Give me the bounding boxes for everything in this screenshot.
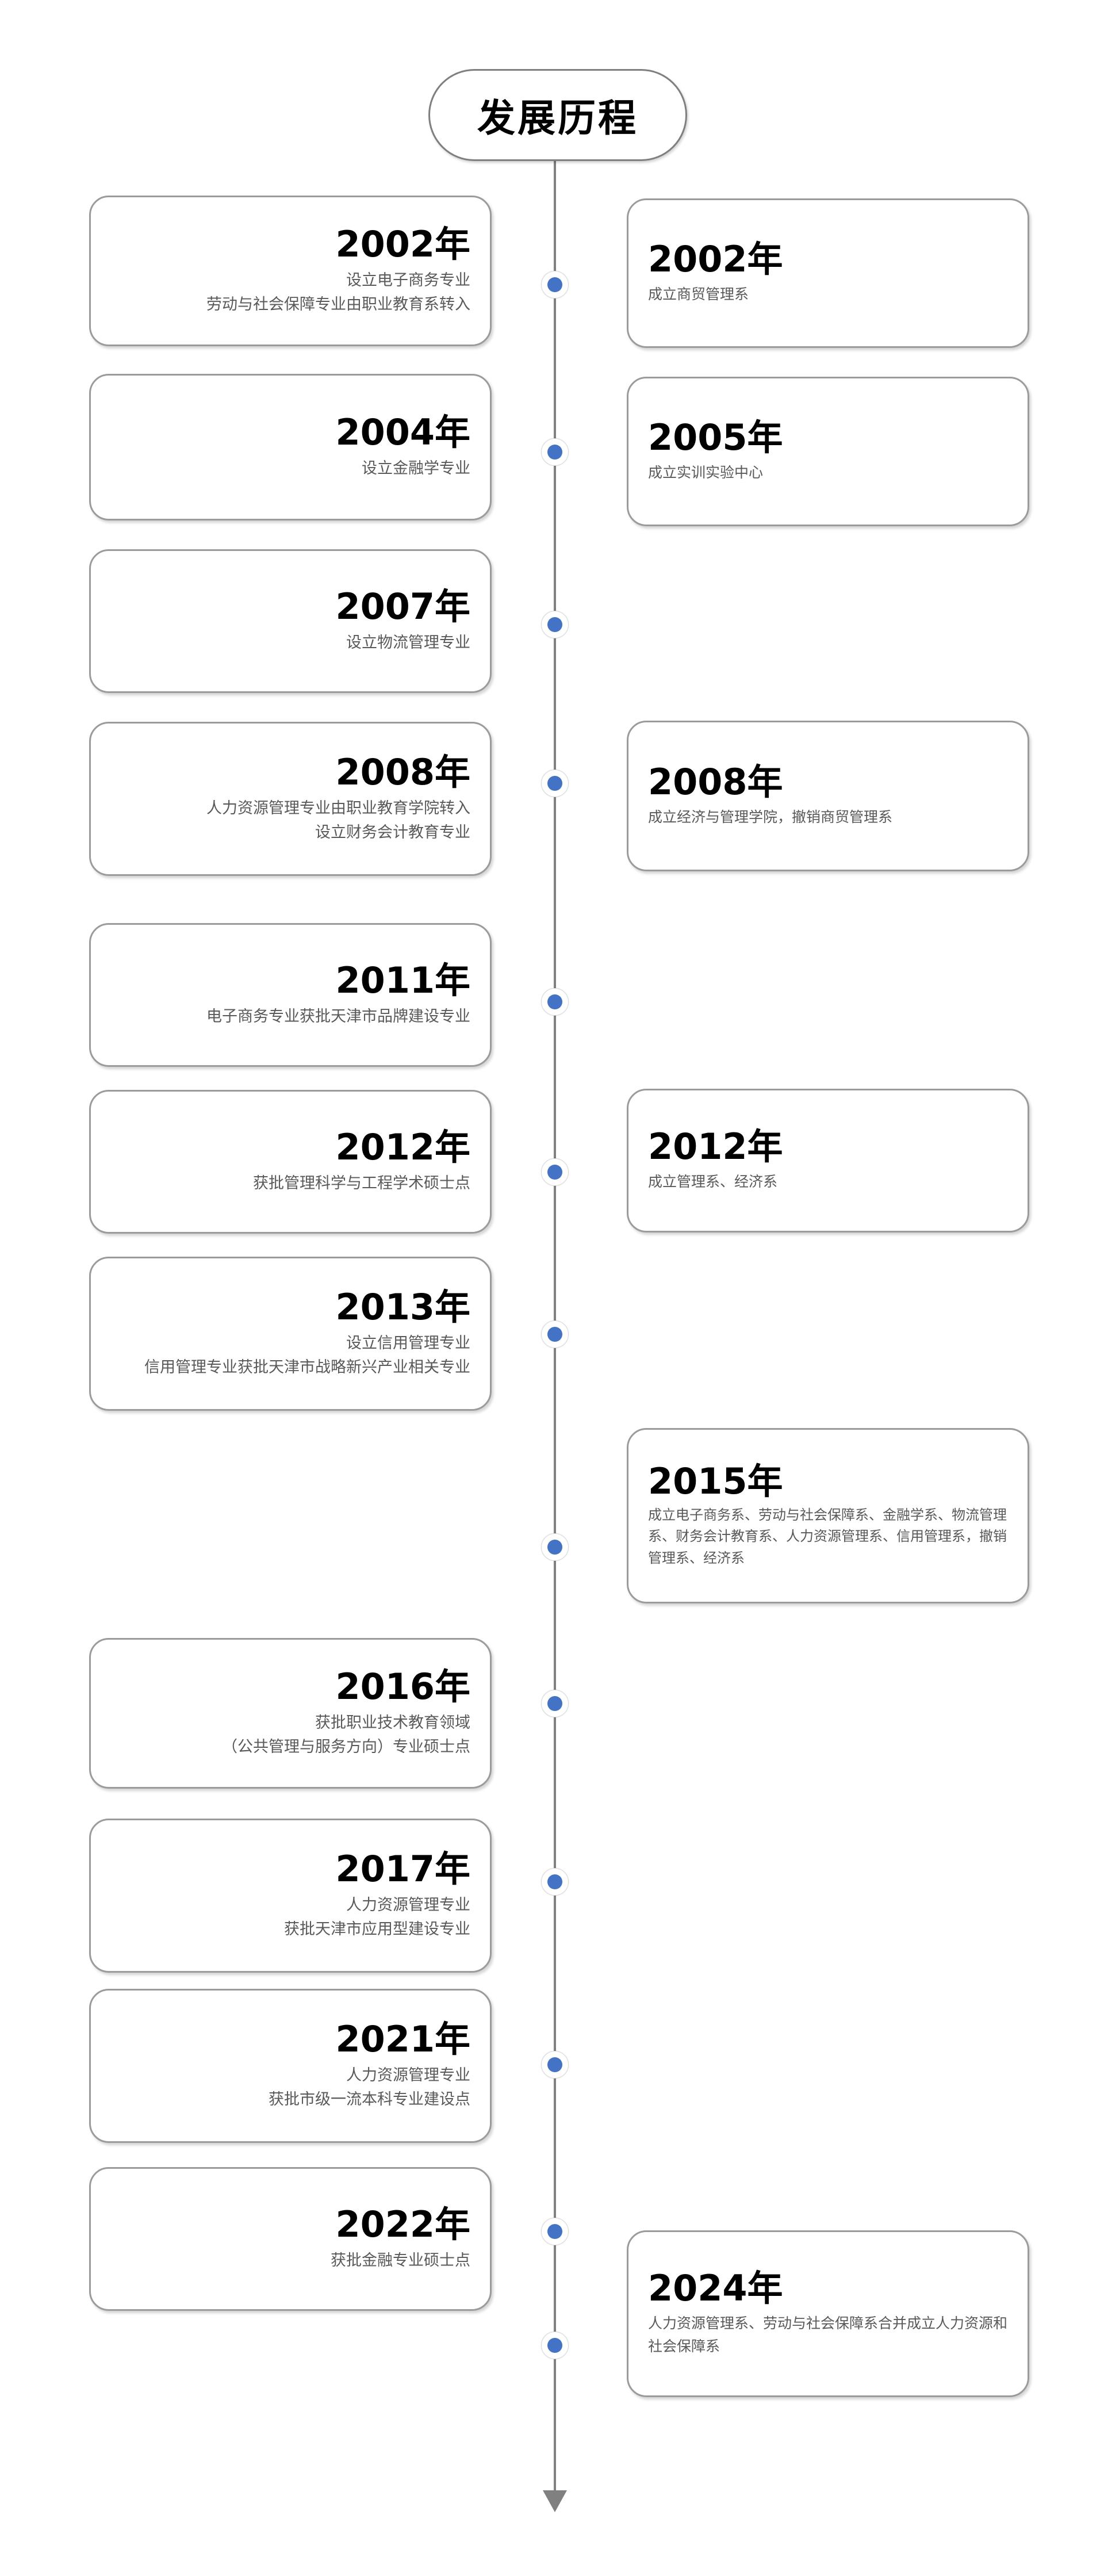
timeline-dot[interactable] [541,1158,569,1186]
timeline-dot[interactable] [541,1533,569,1561]
dot-core [547,1327,562,1342]
dot-core [547,445,562,460]
timeline-card-right-2002[interactable]: 2002年 成立商贸管理系 [627,198,1029,348]
timeline-dot[interactable] [541,2051,569,2079]
card-description: 成立实训实验中心 [648,464,764,481]
card-description: 成立管理系、经济系 [648,1173,778,1190]
timeline-card-left-2016[interactable]: 2016年 获批职业技术教育领域 （公共管理与服务方向）专业硕士点 [89,1638,492,1789]
timeline-dot[interactable] [541,2332,569,2359]
timeline-dot[interactable] [541,1690,569,1717]
timeline-dot[interactable] [541,438,569,466]
card-description: 成立商贸管理系 [648,285,749,303]
dot-core [547,994,562,1009]
timeline-card-right-2012[interactable]: 2012年 成立管理系、经济系 [627,1089,1029,1233]
timeline-card-left-2021[interactable]: 2021年 人力资源管理专业 获批市级一流本科专业建设点 [89,1989,492,2143]
timeline-card-left-2008[interactable]: 2008年 人力资源管理专业由职业教育学院转入 设立财务会计教育专业 [89,722,492,876]
dot-core [547,1165,562,1180]
timeline-card-right-2015[interactable]: 2015年 成立电子商务系、劳动与社会保障系、金融学系、物流管理系、财务会计教育… [627,1428,1029,1603]
dot-core [547,2057,562,2072]
card-year: 2016年 [335,1665,470,1708]
page-title-text: 发展历程 [477,96,638,140]
card-year: 2012年 [335,1126,470,1168]
card-year: 2008年 [335,751,470,793]
card-year: 2022年 [335,2203,470,2245]
card-year: 2004年 [335,411,470,454]
timeline-dot[interactable] [541,1320,569,1348]
card-description: 设立电子商务专业 劳动与社会保障专业由职业教育系转入 [206,271,470,313]
timeline-card-right-2008[interactable]: 2008年 成立经济与管理学院，撤销商贸管理系 [627,721,1029,871]
dot-core [547,1696,562,1711]
card-description: 设立信用管理专业 信用管理专业获批天津市战略新兴产业相关专业 [144,1334,470,1376]
timeline-dot[interactable] [541,988,569,1016]
card-year: 2002年 [335,223,470,265]
card-description: 人力资源管理专业由职业教育学院转入 设立财务会计教育专业 [206,799,470,841]
dot-core [547,617,562,632]
card-description: 电子商务专业获批天津市品牌建设专业 [206,1007,470,1025]
card-year: 2015年 [648,1460,783,1503]
dot-core [547,2224,562,2239]
dot-core [547,2338,562,2353]
dot-core [547,776,562,791]
card-description: 设立金融学专业 [362,460,470,478]
timeline-card-left-2011[interactable]: 2011年 电子商务专业获批天津市品牌建设专业 [89,923,492,1067]
timeline-card-left-2017[interactable]: 2017年 人力资源管理专业 获批天津市应用型建设专业 [89,1819,492,1973]
dot-core [547,1540,562,1555]
timeline-dot[interactable] [541,1868,569,1896]
timeline-card-left-2004[interactable]: 2004年 设立金融学专业 [89,374,492,520]
timeline-card-left-2022[interactable]: 2022年 获批金融专业硕士点 [89,2167,492,2311]
timeline-dot[interactable] [541,2218,569,2245]
timeline-dot[interactable] [541,611,569,638]
dot-core [547,1874,562,1889]
page-title: 发展历程 [428,69,687,161]
card-year: 2013年 [335,1285,470,1328]
card-year: 2021年 [335,2018,470,2060]
card-year: 2008年 [648,761,783,803]
card-year: 2005年 [648,416,783,459]
timeline-arrow-icon [543,2490,567,2512]
timeline-dot[interactable] [541,770,569,797]
card-description: 人力资源管理系、劳动与社会保障系合并成立人力资源和社会保障系 [648,2314,1008,2355]
card-description: 获批管理科学与工程学术硕士点 [253,1174,470,1192]
card-description: 获批金融专业硕士点 [331,2251,470,2269]
timeline-dot[interactable] [541,271,569,298]
timeline-card-right-2005[interactable]: 2005年 成立实训实验中心 [627,377,1029,526]
card-year: 2007年 [335,585,470,627]
card-description: 成立经济与管理学院，撤销商贸管理系 [648,808,893,825]
card-year: 2024年 [648,2267,783,2310]
card-description: 人力资源管理专业 获批天津市应用型建设专业 [284,1896,470,1938]
timeline-axis-line [554,138,556,2496]
timeline-card-left-2012[interactable]: 2012年 获批管理科学与工程学术硕士点 [89,1090,492,1234]
card-year: 2017年 [335,1847,470,1890]
card-description: 人力资源管理专业 获批市级一流本科专业建设点 [269,2066,470,2108]
card-description: 成立电子商务系、劳动与社会保障系、金融学系、物流管理系、财务会计教育系、人力资源… [648,1507,1007,1566]
dot-core [547,277,562,292]
timeline-card-left-2013[interactable]: 2013年 设立信用管理专业 信用管理专业获批天津市战略新兴产业相关专业 [89,1257,492,1411]
card-year: 2012年 [648,1126,783,1168]
timeline-card-right-2024[interactable]: 2024年 人力资源管理系、劳动与社会保障系合并成立人力资源和社会保障系 [627,2230,1029,2397]
timeline-card-left-2007[interactable]: 2007年 设立物流管理专业 [89,549,492,693]
card-year: 2002年 [648,238,783,281]
card-description: 获批职业技术教育领域 （公共管理与服务方向）专业硕士点 [222,1713,470,1756]
card-description: 设立物流管理专业 [346,633,470,652]
timeline-card-left-2002[interactable]: 2002年 设立电子商务专业 劳动与社会保障专业由职业教育系转入 [89,196,492,346]
card-year: 2011年 [335,959,470,1001]
